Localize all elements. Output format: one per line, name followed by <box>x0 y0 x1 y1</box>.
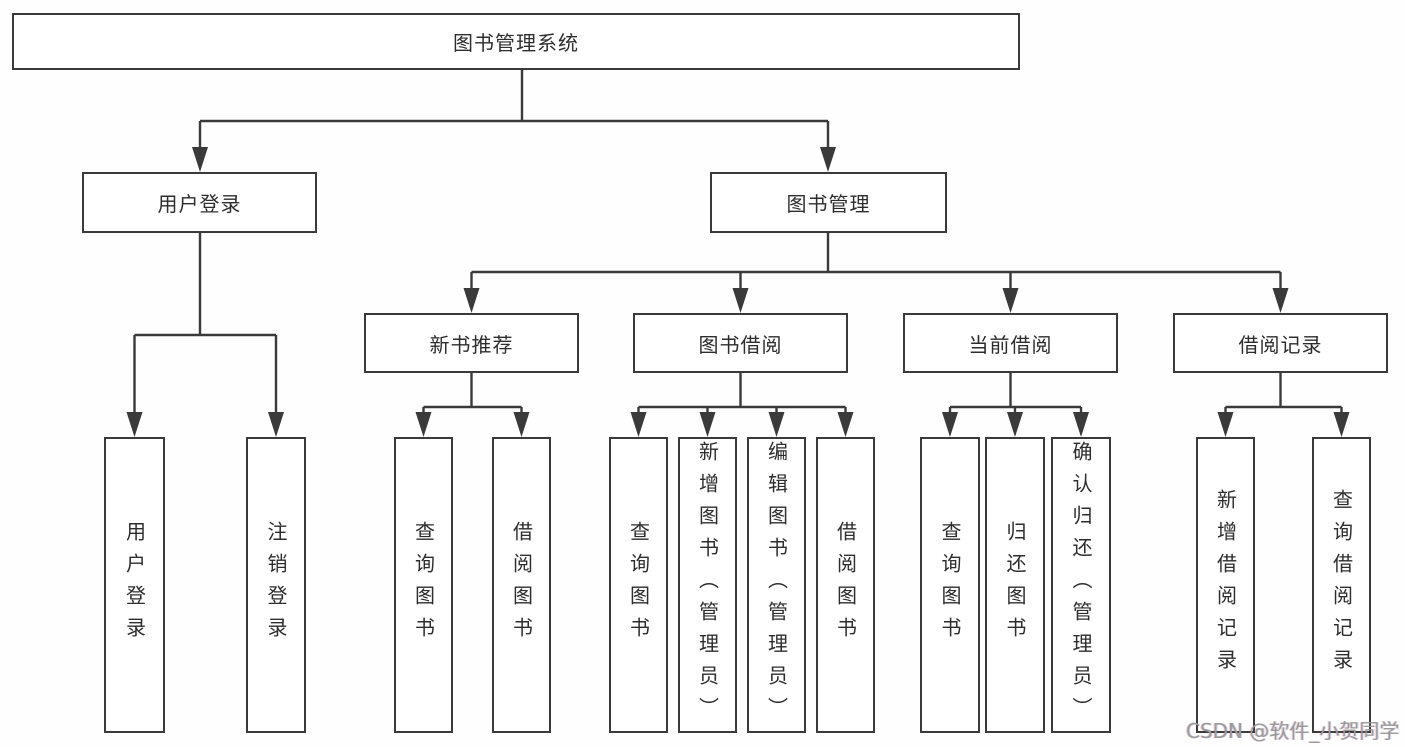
node-new-book-recommend-label: 新书推荐 <box>429 332 514 357</box>
leaf-confirm-return-admin-label: 确认归还（管理员） <box>1069 441 1093 729</box>
leaf-query-books-3: 查询图书 <box>920 437 980 733</box>
leaf-query-borrow-record: 查询借阅记录 <box>1312 437 1371 733</box>
node-book-borrowing: 图书借阅 <box>633 313 848 373</box>
leaf-query-books-2-label: 查询图书 <box>626 521 651 649</box>
leaf-add-borrow-record-label: 新增借阅记录 <box>1213 489 1238 681</box>
leaf-borrow-books-2: 借阅图书 <box>816 437 875 733</box>
node-book-management-label: 图书管理 <box>786 192 871 216</box>
leaf-query-books-1: 查询图书 <box>394 437 453 733</box>
leaf-borrow-books-1: 借阅图书 <box>492 437 551 733</box>
node-current-borrowing: 当前借阅 <box>903 313 1118 373</box>
leaf-borrow-books-1-label: 借阅图书 <box>509 521 534 649</box>
node-new-book-recommend: 新书推荐 <box>364 313 579 373</box>
leaf-return-books-label: 归还图书 <box>1003 521 1027 649</box>
leaf-logout-login-label: 注销登录 <box>264 521 288 649</box>
node-book-borrowing-label: 图书借阅 <box>698 332 783 357</box>
leaf-query-books-1-label: 查询图书 <box>411 521 436 649</box>
leaf-add-book-admin-label: 新增图书（管理员） <box>695 441 720 729</box>
leaf-borrow-books-2-label: 借阅图书 <box>833 521 858 649</box>
leaf-user-login: 用户登录 <box>104 437 165 733</box>
leaf-query-borrow-record-label: 查询借阅记录 <box>1329 489 1354 681</box>
node-current-borrowing-label: 当前借阅 <box>968 332 1053 357</box>
leaf-query-books-2: 查询图书 <box>609 437 668 733</box>
leaf-return-books: 归还图书 <box>985 437 1045 733</box>
leaf-add-borrow-record: 新增借阅记录 <box>1196 437 1255 733</box>
node-root-label: 图书管理系统 <box>453 31 579 55</box>
leaf-logout-login: 注销登录 <box>246 437 306 733</box>
node-root-system: 图书管理系统 <box>12 13 1020 70</box>
leaf-query-books-3-label: 查询图书 <box>938 521 962 649</box>
leaf-edit-book-admin: 编辑图书（管理员） <box>747 437 806 733</box>
node-borrow-records: 借阅记录 <box>1173 313 1388 373</box>
leaf-edit-book-admin-label: 编辑图书（管理员） <box>764 441 789 729</box>
node-borrow-records-label: 借阅记录 <box>1238 332 1323 357</box>
leaf-confirm-return-admin: 确认归还（管理员） <box>1051 437 1111 733</box>
node-book-management: 图书管理 <box>710 172 947 233</box>
leaf-user-login-label: 用户登录 <box>122 521 147 649</box>
node-user-login-label: 用户登录 <box>157 192 242 216</box>
node-user-login: 用户登录 <box>82 172 317 233</box>
csdn-watermark: CSDN @软件_小贺同学 <box>1186 719 1400 743</box>
leaf-add-book-admin: 新增图书（管理员） <box>678 437 737 733</box>
